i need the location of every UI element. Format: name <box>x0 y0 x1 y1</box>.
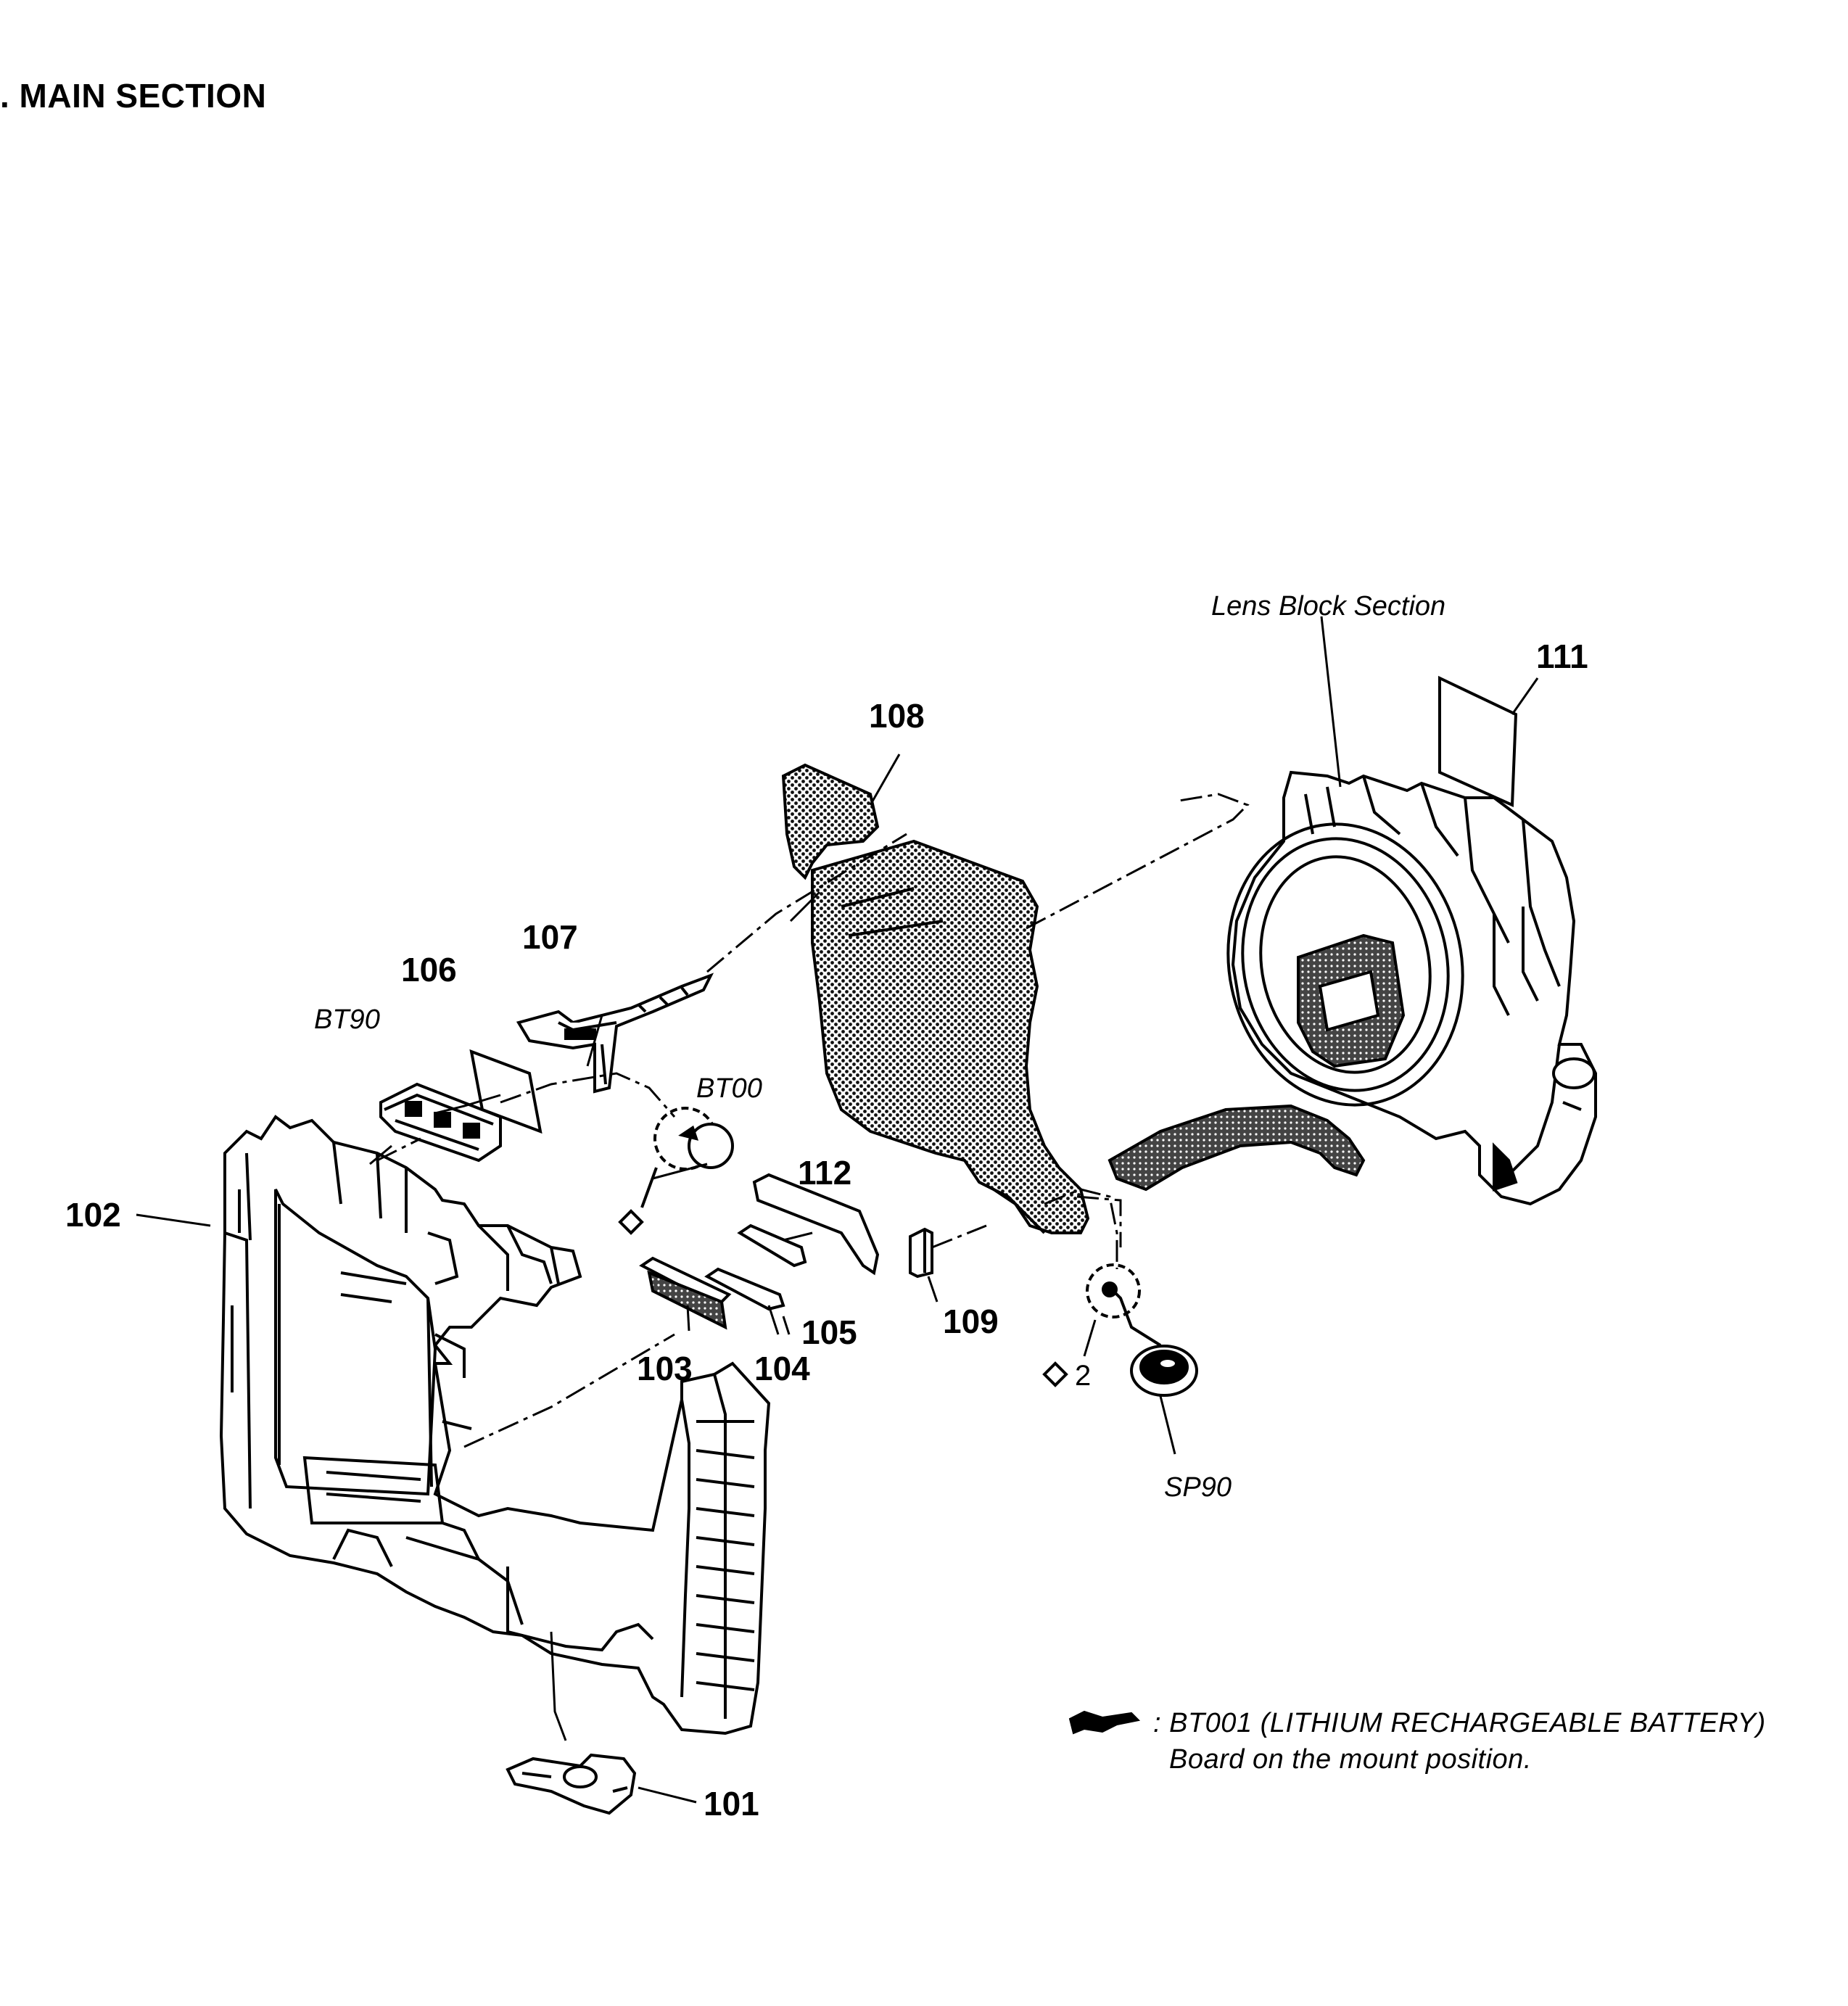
part-number-106: 106 <box>401 951 457 988</box>
part-number-107: 107 <box>522 918 578 956</box>
part-number-102: 102 <box>65 1196 121 1234</box>
dash-lines <box>376 793 1250 1448</box>
leader-lines <box>136 616 1539 1804</box>
sp90-label: SP90 <box>1164 1472 1232 1503</box>
ribbon-flex <box>1107 1104 1366 1192</box>
strip-103 <box>639 1256 732 1330</box>
bt90-label: BT90 <box>314 1004 380 1035</box>
bracket-101 <box>506 1753 637 1815</box>
part-number-105: 105 <box>801 1313 857 1351</box>
battery-holder-bt90 <box>379 1082 502 1163</box>
part-number-103: 103 <box>637 1350 693 1387</box>
part-number-104: 104 <box>754 1350 810 1387</box>
main-frame-102 <box>219 1115 771 1735</box>
speaker-sp90 <box>1042 1263 1198 1397</box>
screw-count-label: 2 <box>1075 1360 1092 1392</box>
main-board-108 <box>781 763 1090 1234</box>
page-title: . MAIN SECTION <box>0 77 267 115</box>
lens-block-label: Lens Block Section <box>1211 591 1446 622</box>
board-marker-icon <box>1068 1710 1141 1735</box>
bt00-label: BT00 <box>696 1073 762 1104</box>
strip-112 <box>752 1173 880 1276</box>
part-number-108: 108 <box>869 697 925 735</box>
sheet-111 <box>1438 675 1518 808</box>
battery-note-line2: Board on the mount position. <box>1169 1744 1532 1775</box>
battery-bt00 <box>618 1107 734 1235</box>
part-number-109: 109 <box>943 1303 999 1340</box>
part-number-101: 101 <box>704 1785 759 1823</box>
part-number-112: 112 <box>798 1154 852 1192</box>
lens-block <box>1226 770 1597 1206</box>
part-number-111: 111 <box>1536 637 1588 675</box>
strip-105 <box>737 1223 807 1268</box>
battery-note-line1: : BT001 (LITHIUM RECHARGEABLE BATTERY) <box>1153 1708 1766 1738</box>
connector-109 <box>909 1227 933 1279</box>
strip-104 <box>704 1267 785 1311</box>
